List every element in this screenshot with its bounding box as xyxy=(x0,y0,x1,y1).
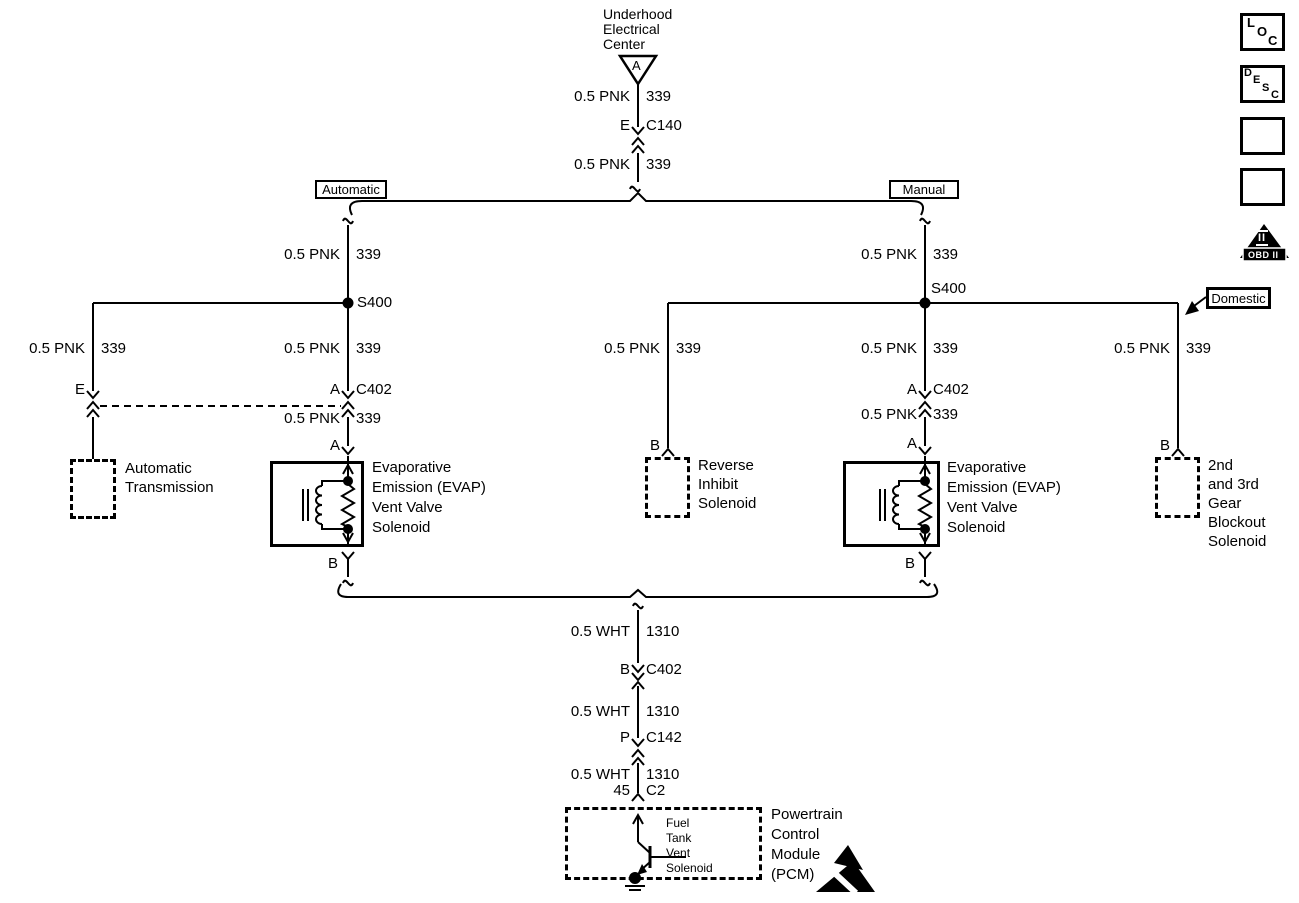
legend-back-arrow-box xyxy=(1240,168,1285,206)
wire-label-circuit: 1310 xyxy=(646,623,680,640)
legend-desc-icon xyxy=(1240,65,1285,103)
splice-label: S400 xyxy=(357,294,393,311)
connector-id-label: C402 xyxy=(933,381,969,398)
obd-ii-numeral: II xyxy=(1256,230,1269,246)
connector-id-label: C2 xyxy=(646,782,666,799)
legend-loc-letter: O xyxy=(1257,24,1268,39)
evap-vent-valve-solenoid-right-box xyxy=(843,461,940,547)
connector-pin-label: 45 xyxy=(613,782,630,799)
wire-label-color: 0.5 WHT xyxy=(570,623,630,640)
pcm-driver-transistor-icon xyxy=(625,841,686,891)
terminal-pin-label: A xyxy=(906,435,917,452)
domestic-tag: Domestic xyxy=(1206,287,1271,309)
branch-tag-manual: Manual xyxy=(889,180,959,199)
source-triangle-icon xyxy=(617,54,659,87)
pcm-box xyxy=(565,807,762,880)
legend-loc-icon xyxy=(1240,13,1285,51)
gear-blockout-label: 2nd and 3rd Gear Blockout Solenoid xyxy=(1208,457,1267,550)
evap-vent-valve-solenoid-left-box xyxy=(270,461,364,547)
connector-pin-label: P xyxy=(619,729,630,746)
pcm-label: Powertrain Control Module (PCM) xyxy=(771,806,843,883)
wire-label-circuit: 339 xyxy=(356,340,382,357)
wire-label-circuit: 339 xyxy=(933,246,959,263)
connector-pin-label: E xyxy=(619,117,630,134)
wire-label-color: 0.5 WHT xyxy=(570,766,630,783)
wire-label-circuit: 339 xyxy=(933,406,959,423)
terminal-pin-label: B xyxy=(1159,437,1170,454)
wire-label-circuit: 339 xyxy=(101,340,127,357)
terminal-pin-label: A xyxy=(329,437,340,454)
obd-ii-icon xyxy=(1240,224,1289,262)
reverse-inhibit-label: Reverse Inhibit Solenoid xyxy=(698,457,757,512)
legend-loc-letter: L xyxy=(1247,15,1255,30)
wire-label-color: 0.5 PNK xyxy=(284,340,340,357)
obd-ii-banner-label: OBD II xyxy=(1248,250,1279,260)
reverse-inhibit-solenoid-box xyxy=(645,457,690,518)
wire-label-circuit: 339 xyxy=(356,246,382,263)
branch-tag-automatic: Automatic xyxy=(315,180,387,199)
legend-desc-letter: S xyxy=(1262,82,1270,94)
wire-label-circuit: 339 xyxy=(646,156,672,173)
source-terminal-label: A xyxy=(632,58,641,73)
connector-pin-label: E xyxy=(74,381,85,398)
wire-label-color: 0.5 PNK xyxy=(1114,340,1170,357)
connector-id-label: C140 xyxy=(646,117,682,134)
legend-forward-arrow-box xyxy=(1240,117,1285,155)
wire-label-color: 0.5 PNK xyxy=(861,340,917,357)
wire-label-color: 0.5 PNK xyxy=(284,246,340,263)
evap-solenoid-right-label: Evaporative Emission (EVAP) Vent Valve S… xyxy=(947,459,1061,536)
wire-label-circuit: 339 xyxy=(646,88,672,105)
splice-label: S400 xyxy=(931,280,967,297)
wire-label-color: 0.5 WHT xyxy=(570,703,630,720)
legend-loc-letter: C xyxy=(1268,33,1278,48)
connector-id-label: C402 xyxy=(356,381,392,398)
wire-label-circuit: 339 xyxy=(356,410,382,427)
legend-desc-letter: C xyxy=(1271,89,1279,101)
wire-label-color: 0.5 PNK xyxy=(574,156,630,173)
wire-label-color: 0.5 PNK xyxy=(861,246,917,263)
connector-pin-label: A xyxy=(906,381,917,398)
automatic-transmission-label: Automatic Transmission xyxy=(125,460,214,496)
wire-label-circuit: 339 xyxy=(933,340,959,357)
evap-solenoid-left-label: Evaporative Emission (EVAP) Vent Valve S… xyxy=(372,459,486,536)
wire-label-color: 0.5 PNK xyxy=(604,340,660,357)
legend-desc-letter: E xyxy=(1253,74,1261,86)
connector-id-label: C142 xyxy=(646,729,682,746)
wire-label-color: 0.5 PNK xyxy=(574,88,630,105)
esd-warning-icon xyxy=(816,845,875,896)
domestic-callout-arrow-icon xyxy=(1185,296,1207,315)
automatic-transmission-box xyxy=(70,459,116,519)
connector-id-label: C402 xyxy=(646,661,682,678)
gear-blockout-solenoid-box xyxy=(1155,457,1200,518)
wire-label-color: 0.5 PNK xyxy=(284,410,340,427)
wire-label-circuit: 339 xyxy=(1186,340,1212,357)
connector-pin-label: B xyxy=(619,661,630,678)
source-label: Underhood Electrical Center xyxy=(603,6,673,52)
wire-label-color: 0.5 PNK xyxy=(29,340,85,357)
wire-label-circuit: 1310 xyxy=(646,703,680,720)
legend-desc-letter: D xyxy=(1244,67,1252,79)
fuel-tank-vent-solenoid-label: Fuel Tank Vent Solenoid xyxy=(666,816,713,875)
wire-label-color: 0.5 PNK xyxy=(861,406,917,423)
terminal-pin-label: B xyxy=(649,437,660,454)
wire-label-circuit: 1310 xyxy=(646,766,680,783)
connector-pin-label: A xyxy=(329,381,340,398)
wire-label-circuit: 339 xyxy=(676,340,702,357)
terminal-pin-label: B xyxy=(904,555,915,572)
terminal-pin-label: B xyxy=(327,555,338,572)
